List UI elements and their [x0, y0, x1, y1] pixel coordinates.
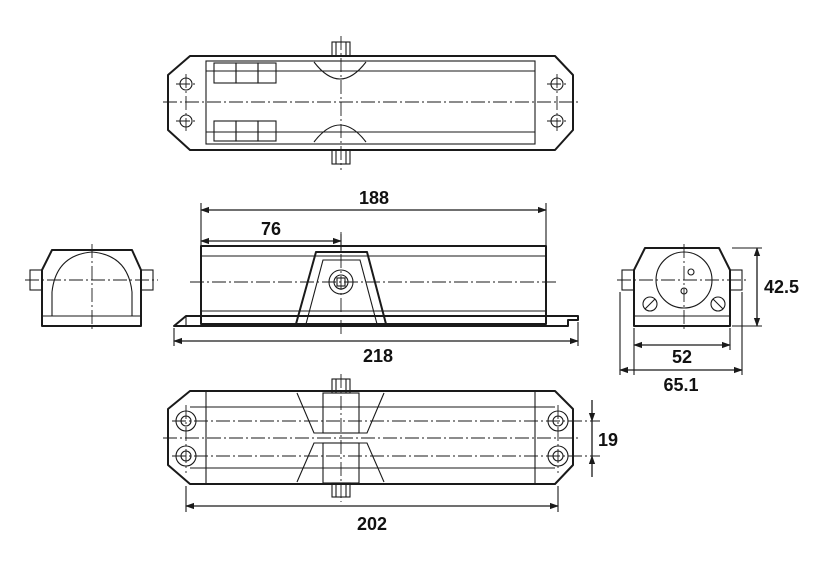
dimension-65-1-label: 65.1 [663, 375, 698, 395]
front-elevation-view [173, 232, 579, 334]
dimension-52-label: 52 [672, 347, 692, 367]
dimension-19-label: 19 [598, 430, 618, 450]
bottom-plan-view [163, 374, 600, 502]
top-plan-view [163, 36, 578, 170]
dimension-lines [173, 203, 579, 512]
dimension-218-label: 218 [363, 346, 393, 366]
dimension-202-label: 202 [357, 514, 387, 534]
dimension-42-5-label: 42.5 [764, 277, 799, 297]
dimension-76-label: 76 [261, 219, 281, 239]
dimension-188-label: 188 [359, 188, 389, 208]
left-end-view [25, 244, 158, 332]
right-end-view [617, 244, 762, 375]
